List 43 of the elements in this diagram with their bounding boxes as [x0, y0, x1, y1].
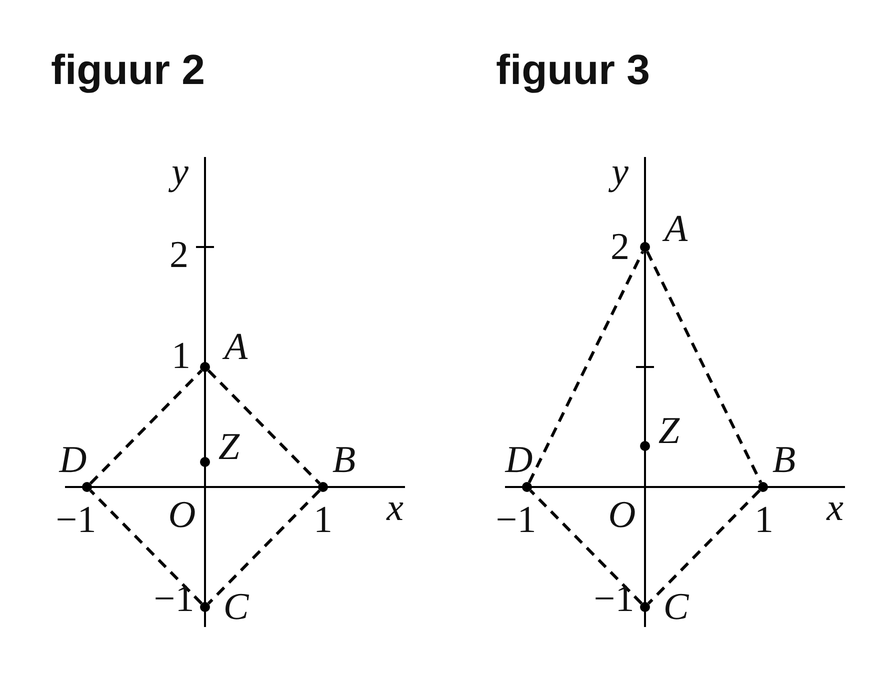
point-label: Z: [658, 412, 680, 450]
dashed-line: [529, 490, 643, 604]
point: [200, 362, 210, 372]
point: [318, 482, 328, 492]
tick-label: −1: [496, 501, 536, 539]
tick-label: 1: [172, 337, 190, 375]
tick-label: 1: [754, 501, 774, 539]
axis-label: O: [168, 496, 196, 534]
dashed-line: [207, 490, 321, 604]
dashed-line: [646, 250, 762, 484]
axis-label: x: [386, 489, 404, 527]
tick-label: −1: [594, 580, 634, 618]
tick-label: −1: [56, 501, 96, 539]
point-label: D: [505, 441, 533, 479]
tick-label: 2: [610, 228, 630, 266]
point: [82, 482, 92, 492]
point-label: D: [59, 441, 87, 479]
point: [758, 482, 768, 492]
figure-title: figuur 2: [51, 49, 205, 91]
figure-title: figuur 3: [496, 49, 650, 91]
point: [200, 602, 210, 612]
point: [522, 482, 532, 492]
point-label: B: [332, 441, 356, 479]
axis-label: x: [826, 489, 844, 527]
point-label: C: [223, 588, 249, 626]
point-label: A: [224, 328, 248, 366]
point: [640, 602, 650, 612]
tick-label: −1: [154, 580, 194, 618]
dashed-line: [647, 490, 761, 604]
point-label: Z: [218, 428, 240, 466]
point: [200, 456, 210, 467]
dashed-line: [207, 370, 321, 484]
tick-label: 2: [170, 236, 188, 274]
dashed-line: [89, 490, 203, 604]
point-label: A: [664, 210, 688, 248]
point: [640, 441, 650, 452]
tick-label: 1: [314, 501, 332, 539]
point: [640, 242, 650, 252]
dashed-line: [528, 250, 644, 484]
point-label: B: [772, 441, 796, 479]
axis-label: O: [608, 496, 636, 534]
point-label: C: [663, 588, 689, 626]
dashed-line: [89, 370, 203, 484]
